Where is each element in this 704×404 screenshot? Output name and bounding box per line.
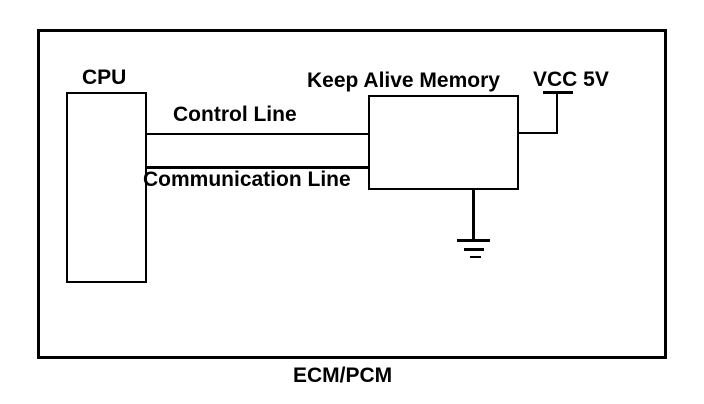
ground-bar-bottom [470, 256, 481, 258]
keep-alive-memory-box [368, 95, 519, 190]
communication-line-label: Communication Line [143, 168, 351, 191]
control-line [146, 133, 369, 135]
communication-line [146, 166, 369, 169]
cpu-box [66, 92, 147, 283]
vcc-5v-label: VCC 5V [533, 68, 609, 91]
ecm-pcm-title: ECM/PCM [293, 364, 393, 387]
ground-bar-middle [464, 248, 484, 251]
vcc-rail-bar [543, 91, 573, 94]
ground-bar-top [457, 239, 490, 242]
vcc-connector-line [519, 132, 558, 134]
control-line-label: Control Line [173, 103, 297, 126]
keep-alive-memory-label: Keep Alive Memory [307, 69, 500, 92]
cpu-label: CPU [82, 66, 127, 89]
ground-stem-line [472, 190, 475, 241]
vcc-stem-line [556, 93, 558, 134]
